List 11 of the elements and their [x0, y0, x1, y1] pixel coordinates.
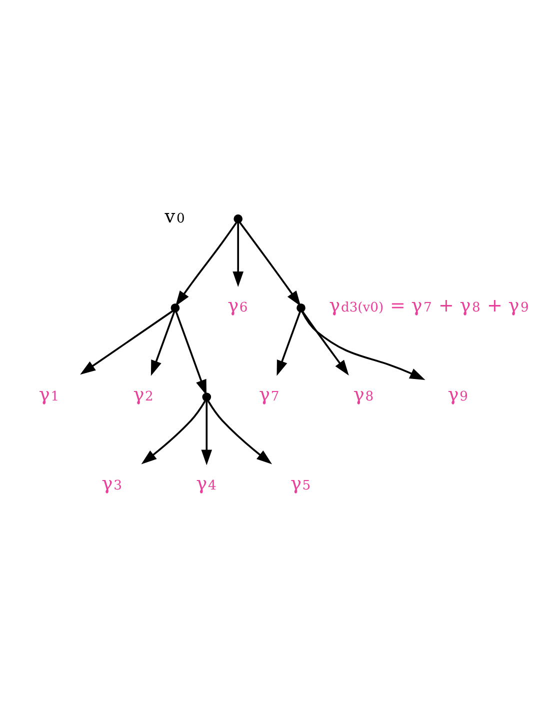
node-label: v0: [164, 206, 185, 228]
node-text: γ1: [38, 384, 60, 406]
node-text: γ6: [228, 295, 248, 316]
node-text: γ9: [448, 384, 468, 406]
node-text: γ8: [353, 384, 374, 406]
node-text: γ3: [102, 474, 122, 495]
node-text: γ4: [196, 474, 216, 495]
node-text: γ5: [290, 474, 311, 495]
node-text: γ2: [133, 384, 154, 406]
node-text: γ7: [259, 384, 280, 406]
node-label: γd3(v0) = γ7 + γ8 + γ9: [329, 295, 529, 316]
